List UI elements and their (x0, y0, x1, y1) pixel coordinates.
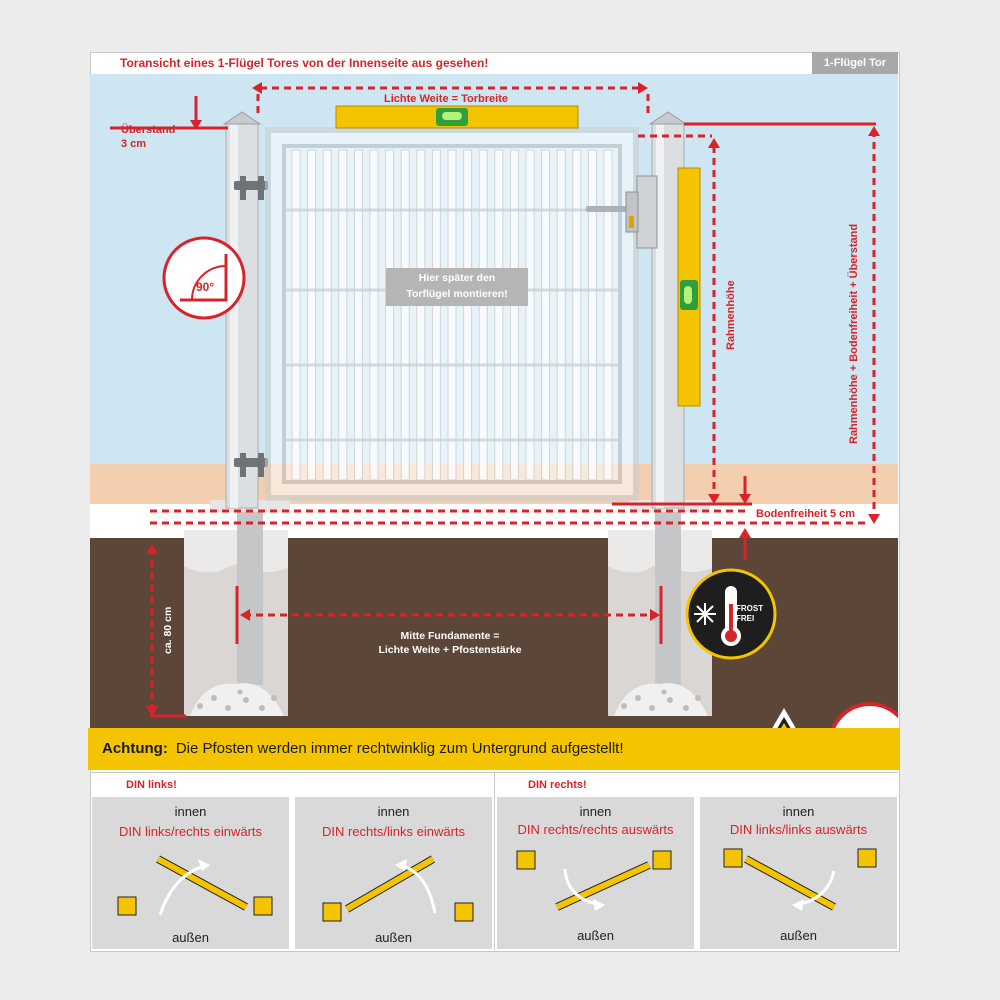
gate-type-tag: 1-Flügel Tor (812, 52, 898, 74)
din-panel-4: innen DIN links/links auswärts außen (700, 797, 897, 949)
snowflake-icon (694, 603, 716, 625)
gate-bar (587, 149, 597, 481)
frame-height-label: Rahmenhöhe (725, 280, 737, 350)
overhang-label-line2: 3 cm (121, 138, 147, 150)
gate-note-line1: Hier später den (418, 272, 496, 284)
gate-note-line2: Torflügel montieren! (406, 288, 508, 300)
gate-bar (353, 149, 363, 481)
frost-label-line2: FREI (736, 614, 755, 623)
swing-diagram-4 (723, 848, 877, 911)
frost-free-badge (685, 568, 777, 660)
left-foundation (184, 505, 288, 716)
gate-bar (478, 149, 488, 481)
gate-bar (494, 149, 504, 481)
arrowheads (146, 82, 880, 716)
panel-innen-label: innen (579, 804, 612, 819)
total-height-label: Rahmenhöhe + Bodenfreiheit + Überstand (848, 223, 860, 444)
gate-bar (463, 149, 473, 481)
panel-innen-label: innen (174, 804, 207, 819)
solid-dimension-lines (110, 96, 876, 718)
din-right-heading: DIN rechts! (528, 779, 587, 791)
foundation-label-line1: Mitte Fundamente = (400, 630, 500, 642)
panel-aussen-label: außen (172, 930, 209, 945)
clear-width-label: Lichte Weite = Torbreite (384, 93, 508, 105)
din-left-heading: DIN links! (126, 779, 177, 791)
gate-bar (572, 149, 582, 481)
panel-innen-label: innen (782, 804, 815, 819)
din-panel-3: innen DIN rechts/rechts auswärts außen (497, 797, 694, 949)
depth-label: ca. 80 cm (162, 606, 174, 654)
ground-clearance-label: Bodenfreiheit 5 cm (756, 508, 856, 520)
gate-bar (291, 149, 301, 481)
warning-text: Achtung: Die Pfosten werden immer rechtwi… (102, 740, 624, 757)
gate-bar (431, 149, 441, 481)
dimension-lines (150, 86, 876, 714)
diagram-title: Toransicht eines 1-Flügel Tores von der … (120, 56, 489, 70)
swing-diagram-1 (117, 855, 273, 916)
overhang-label-line1: Überstand (121, 124, 176, 136)
vertical-spirit-level (677, 167, 701, 407)
gate-bar (447, 149, 457, 481)
warning-triangle-icon (772, 708, 796, 728)
horizontal-spirit-level (335, 105, 579, 129)
panel-title: DIN rechts/rechts auswärts (517, 822, 674, 837)
gate-note-box (386, 268, 528, 306)
din-divider-middle (494, 772, 495, 950)
panel-innen-label: innen (377, 804, 410, 819)
panel-aussen-label: außen (780, 928, 817, 943)
right-angle-badge (162, 236, 246, 320)
warning-message: Die Pfosten werden immer rechtwinklig zu… (175, 740, 624, 757)
gate-bar (400, 149, 410, 481)
gate-bars (291, 149, 613, 481)
panel-aussen-label: außen (577, 928, 614, 943)
lower-hinge (234, 453, 268, 477)
gate-bar (603, 149, 613, 481)
foundation-label-line2: Lichte Weite + Pfostenstärke (378, 644, 522, 656)
warning-label: Achtung: (102, 740, 168, 757)
gate-bar (369, 149, 379, 481)
panel-title: DIN links/rechts einwärts (118, 824, 263, 839)
frost-label-line1: FROST (736, 604, 764, 613)
gate-bar (541, 149, 551, 481)
gate-bar (509, 149, 519, 481)
gate-bar (556, 149, 566, 481)
panel-aussen-label: außen (375, 930, 412, 945)
gate-bar (307, 149, 317, 481)
upper-hinge (234, 176, 268, 200)
gate-bar (385, 149, 395, 481)
warning-bar (88, 728, 900, 770)
gate-lock (586, 175, 658, 249)
gate-bar (416, 149, 426, 481)
angle-label: 90° (196, 280, 215, 294)
din-panel-2: innen DIN rechts/links einwärts außen (295, 797, 492, 949)
gate-bar (322, 149, 332, 481)
swing-diagram-2 (322, 855, 474, 922)
level-check-icon (831, 702, 898, 728)
gate-bar (338, 149, 348, 481)
panel-title: DIN rechts/links einwärts (321, 824, 466, 839)
panel-title: DIN links/links auswärts (729, 822, 868, 837)
swing-diagram-3 (516, 850, 672, 911)
din-panel-1: innen DIN links/rechts einwärts außen (92, 797, 289, 949)
gate-illustration (90, 74, 898, 728)
gate-bar (525, 149, 535, 481)
